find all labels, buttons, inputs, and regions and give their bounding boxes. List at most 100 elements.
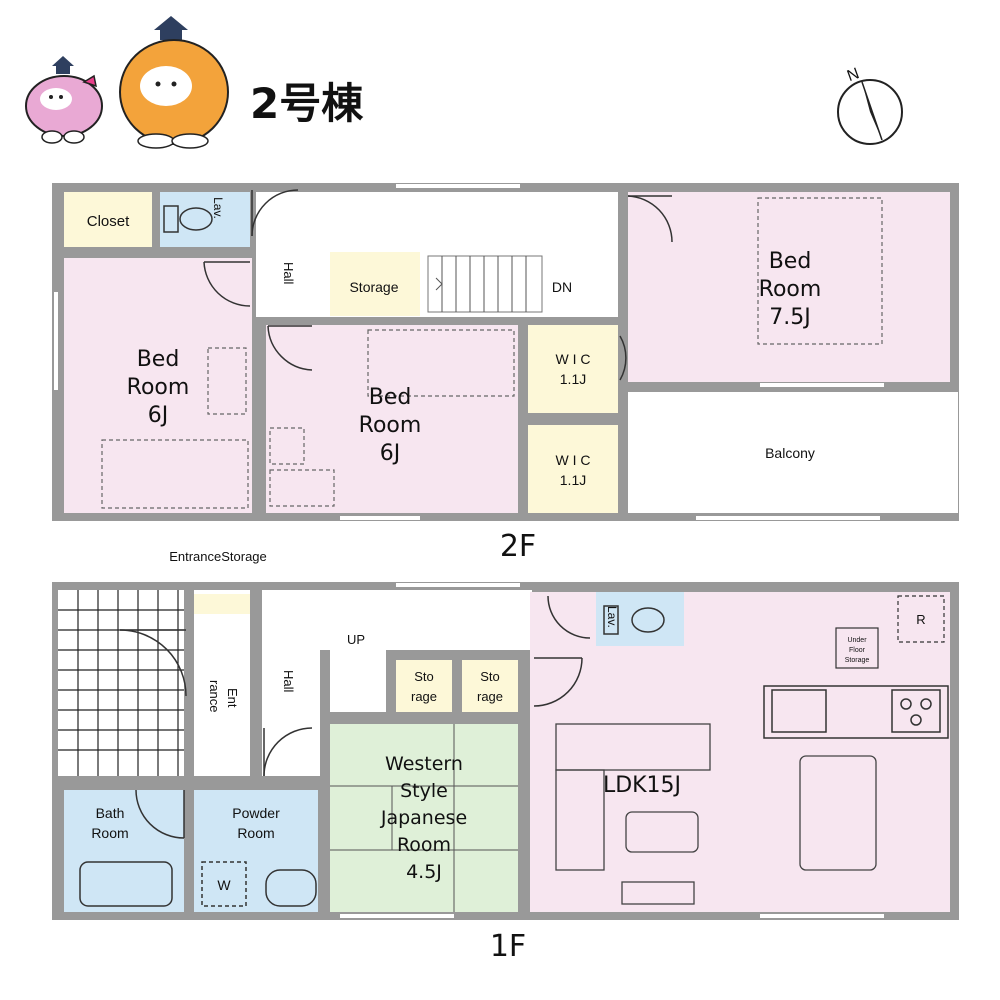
first-floor: EntranceStorage Ent rance Hall UP Sto ra… — [52, 549, 959, 964]
svg-text:Style: Style — [400, 780, 448, 802]
hall-label-2f: Hall — [281, 262, 296, 285]
refrigerator-label: R — [916, 612, 925, 627]
svg-text:Bath: Bath — [96, 805, 125, 821]
furniture-2f — [101, 197, 883, 509]
powder-label: Powder Room — [232, 805, 280, 841]
dn-label: DN — [552, 279, 572, 295]
bedroom-left — [64, 258, 252, 513]
entrance-label: Ent rance — [207, 680, 240, 713]
windows — [54, 184, 884, 918]
entrance-floor — [58, 590, 184, 776]
closet-2f — [64, 192, 152, 247]
up-label: UP — [347, 632, 365, 647]
closet-label: Closet — [87, 213, 130, 230]
svg-text:Japanese: Japanese — [380, 807, 467, 829]
storage-a-label: Sto rage — [411, 669, 437, 704]
bedroom-center — [266, 325, 518, 513]
balcony — [628, 392, 958, 513]
doors-1f — [119, 595, 591, 839]
storage-2f — [330, 252, 420, 316]
ldk-label: LDK15J — [603, 773, 681, 798]
svg-text:Western: Western — [385, 753, 463, 775]
svg-text:Bed: Bed — [369, 385, 412, 410]
furniture-1f — [555, 723, 877, 905]
toilet-2f — [163, 205, 213, 233]
entrance-storage-label: EntranceStorage — [169, 549, 267, 564]
fixtures-1f — [79, 605, 665, 907]
first-floor-label: 1F — [490, 929, 526, 964]
svg-text:6J: 6J — [380, 441, 401, 466]
svg-text:rage: rage — [411, 689, 437, 704]
svg-text:Floor: Floor — [849, 647, 866, 654]
bathroom — [64, 790, 184, 912]
refrigerator-icon — [897, 595, 945, 643]
svg-text:1.1J: 1.1J — [560, 371, 586, 387]
doors-2f — [203, 189, 673, 381]
wic-lower — [528, 425, 618, 513]
hall-label-1f: Hall — [281, 670, 296, 693]
mascot-large — [119, 16, 229, 149]
building-title: 2号棟 — [250, 79, 364, 128]
second-floor: Closet Lav. Hall Storage DN Bed Room 6J … — [52, 183, 959, 564]
mascot-small — [25, 56, 103, 144]
hall-1f — [262, 650, 320, 776]
powder-room — [194, 790, 318, 912]
under-floor-storage-icon — [835, 627, 879, 669]
sink-icon — [771, 689, 827, 733]
svg-text:Bed: Bed — [137, 347, 180, 372]
svg-text:Powder: Powder — [232, 805, 280, 821]
svg-text:6J: 6J — [148, 403, 169, 428]
svg-text:Room: Room — [127, 375, 190, 400]
svg-text:W I C: W I C — [556, 452, 591, 468]
stove-icon — [891, 689, 941, 733]
bath-label: Bath Room — [91, 805, 128, 841]
svg-text:W I C: W I C — [556, 351, 591, 367]
bedroom-left-label: Bed Room 6J — [127, 347, 190, 428]
japanese-room — [330, 724, 518, 912]
svg-text:Storage: Storage — [845, 657, 870, 664]
stairs-2f — [427, 255, 543, 313]
bedroom-right — [628, 192, 950, 382]
second-floor-label: 2F — [500, 529, 536, 564]
bedroom-center-label: Bed Room 6J — [359, 385, 422, 466]
lav-label-1f: Lav. — [605, 606, 619, 628]
svg-text:Under: Under — [847, 637, 867, 644]
svg-text:4.5J: 4.5J — [406, 861, 442, 883]
svg-text:Bed: Bed — [769, 249, 812, 274]
svg-text:Sto: Sto — [414, 669, 434, 684]
lav-2f — [160, 192, 250, 247]
svg-text:Sto: Sto — [480, 669, 500, 684]
svg-text:Room: Room — [237, 825, 274, 841]
japanese-room-label: Western Style Japanese Room 4.5J — [380, 753, 467, 883]
kitchen-counter — [763, 685, 949, 739]
wic-upper-label: W I C 1.1J — [556, 351, 591, 387]
wic-upper — [528, 325, 618, 413]
svg-text:Room: Room — [359, 413, 422, 438]
svg-text:rance: rance — [207, 680, 222, 713]
storage-label-2f: Storage — [349, 279, 398, 295]
svg-text:Room: Room — [397, 834, 451, 856]
lav-label-2f: Lav. — [211, 197, 225, 219]
svg-text:Room: Room — [759, 277, 822, 302]
compass-icon: N — [837, 65, 903, 145]
entrance-step — [194, 590, 250, 776]
svg-text:1.1J: 1.1J — [560, 472, 586, 488]
bedroom-right-label: Bed Room 7.5J — [759, 249, 822, 330]
svg-text:7.5J: 7.5J — [769, 305, 810, 330]
hall-1f-top — [262, 590, 532, 650]
svg-text:rage: rage — [477, 689, 503, 704]
compass-north-label: N — [845, 65, 862, 85]
balcony-label: Balcony — [765, 445, 815, 461]
storage-a-1f — [396, 660, 452, 712]
stairs-1f — [330, 650, 386, 712]
storage-b-1f — [462, 660, 518, 712]
ldk — [530, 592, 950, 912]
entrance-storage — [194, 594, 250, 614]
svg-text:Ent: Ent — [225, 688, 240, 708]
under-floor-storage-label: Under Floor Storage — [845, 637, 870, 664]
wic-lower-label: W I C 1.1J — [556, 452, 591, 488]
svg-text:Room: Room — [91, 825, 128, 841]
washer-label: W — [217, 877, 231, 893]
storage-b-label: Sto rage — [477, 669, 503, 704]
